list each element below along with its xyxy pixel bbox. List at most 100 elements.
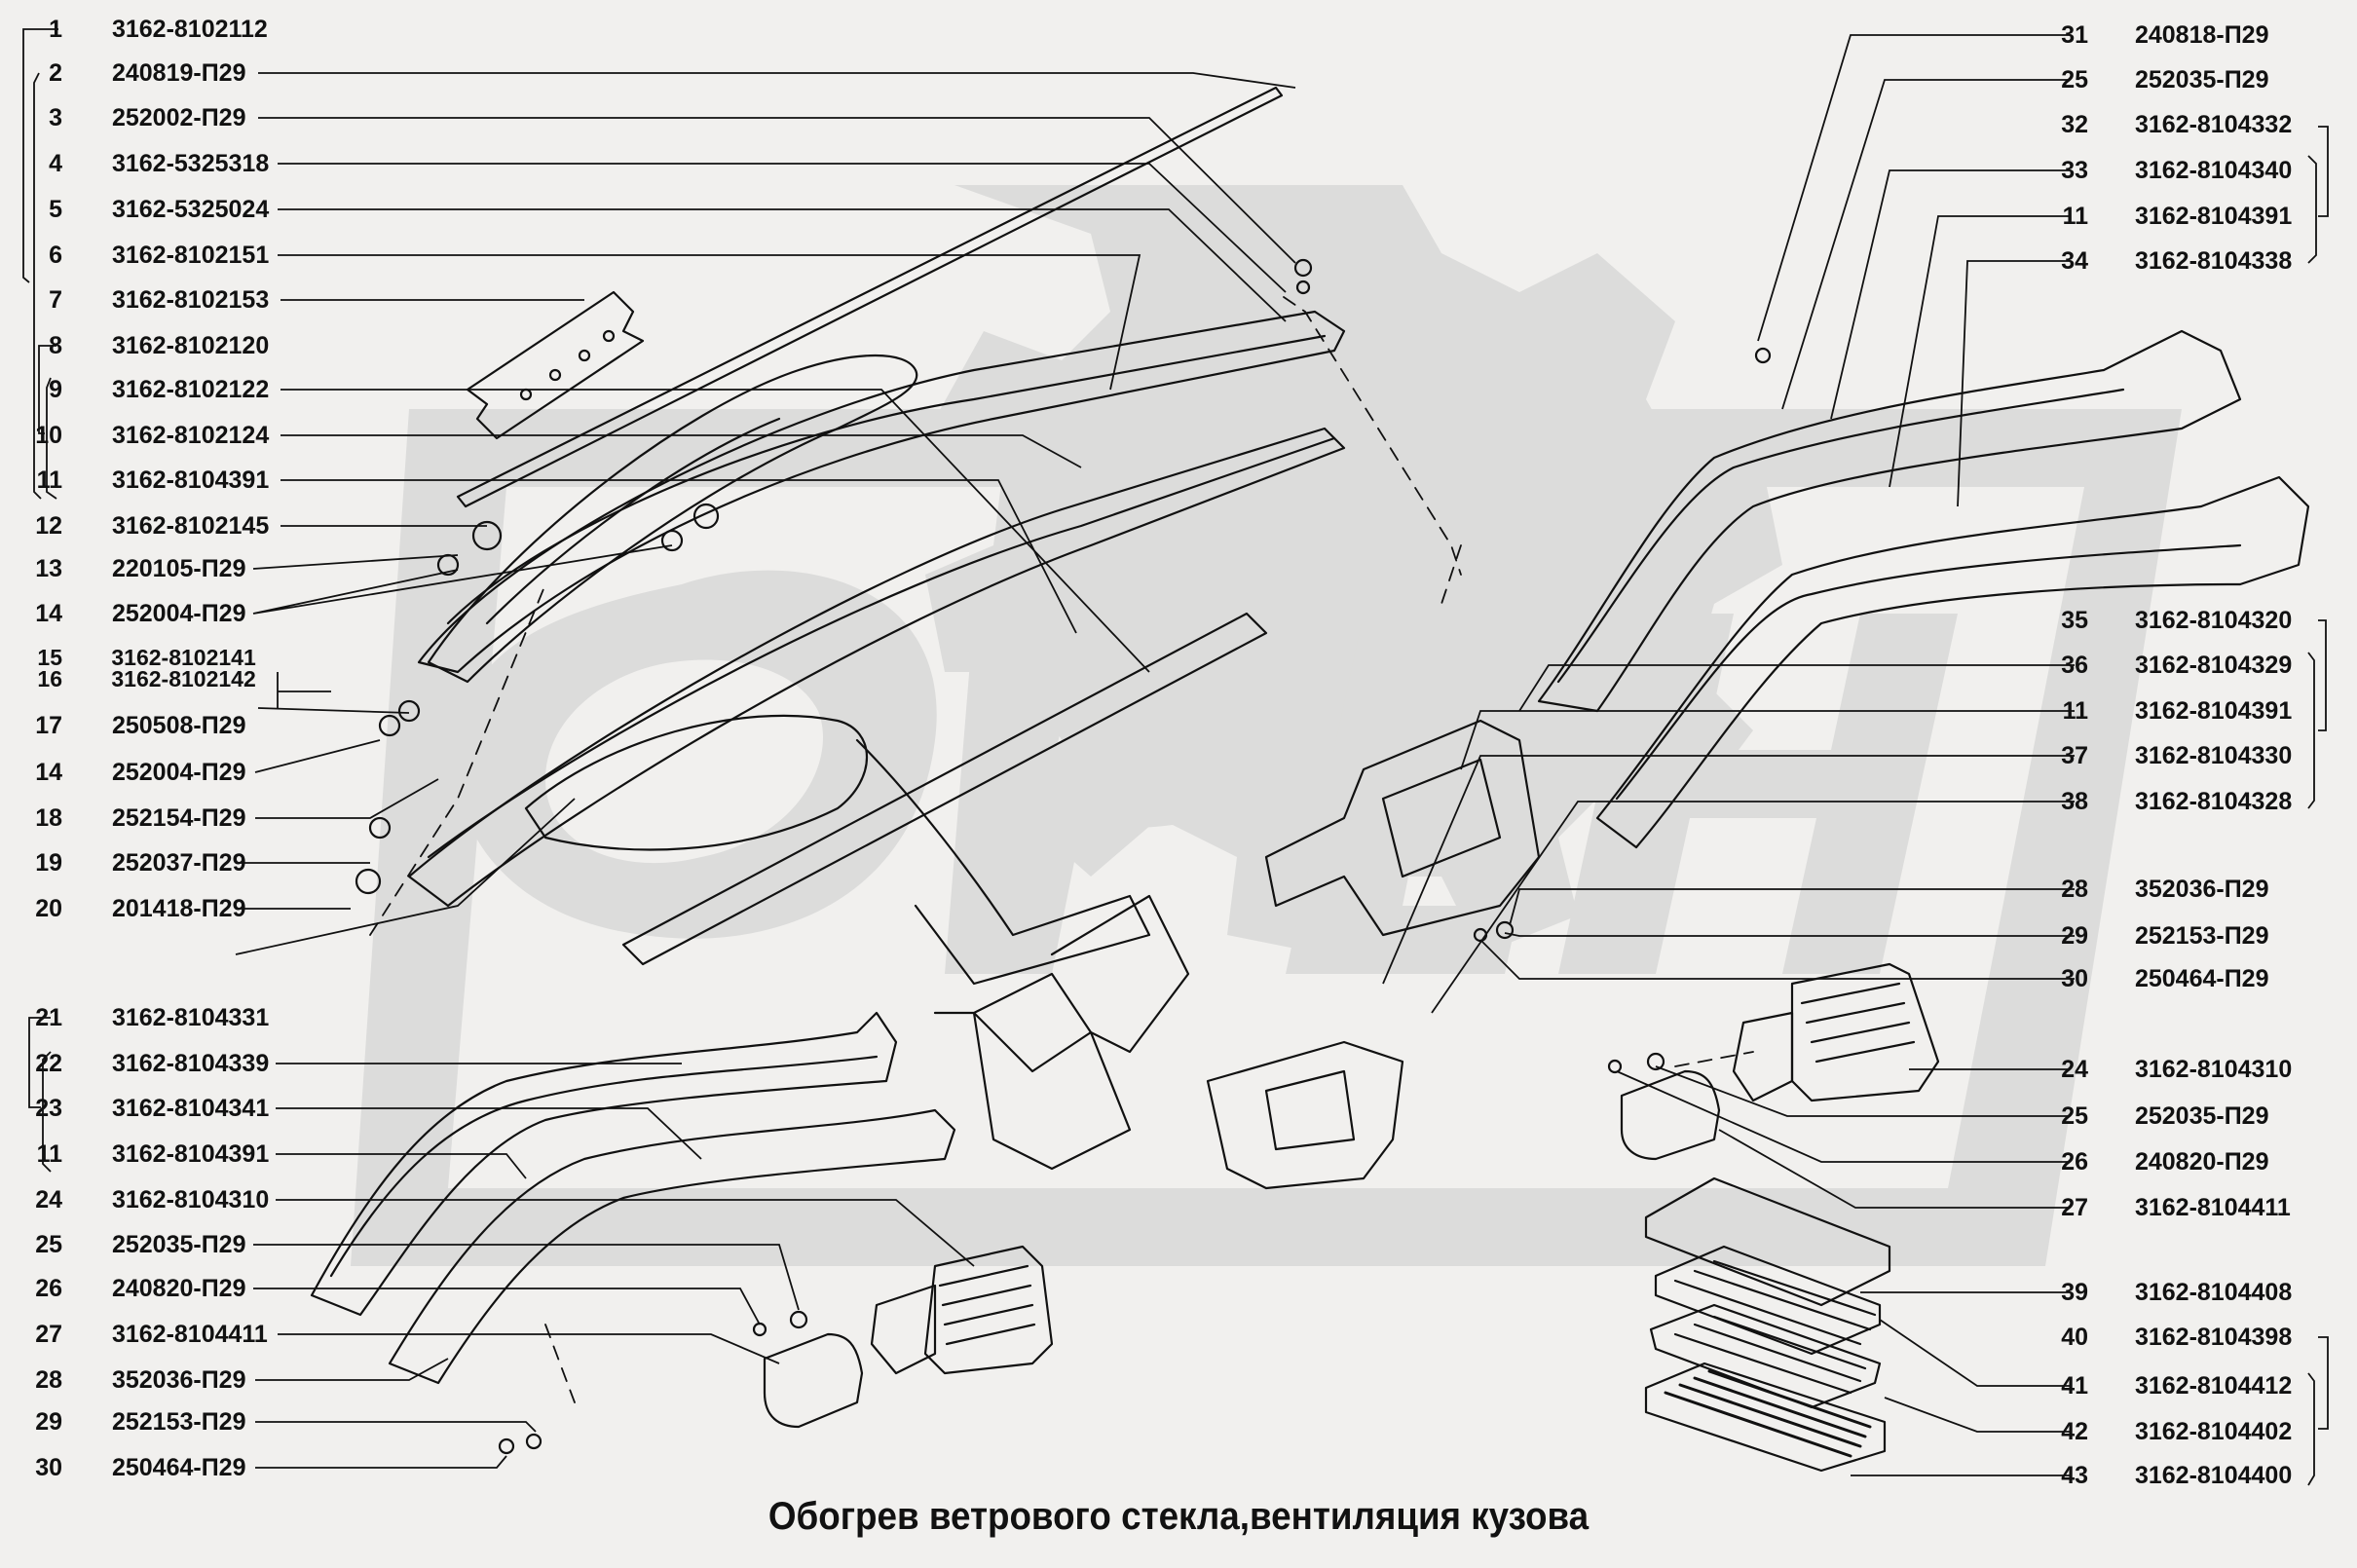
part-gasket-27-left xyxy=(763,1332,864,1429)
left-callout-28: 28 352036-П29 xyxy=(27,1366,245,1394)
part-number: 3162-8104400 xyxy=(2134,1462,2293,1489)
part-number: 220105-П29 xyxy=(111,555,246,582)
left-callout-16: 16 3162-8102142 xyxy=(27,666,255,691)
part-number: 240820-П29 xyxy=(111,1275,246,1302)
watermark-letter-p xyxy=(945,614,1307,974)
left-callout-21: 21 3162-8104331 xyxy=(27,1004,269,1031)
callout-number: 28 xyxy=(2061,876,2088,903)
part-number: 3162-8104332 xyxy=(2134,111,2293,138)
callout-number: 15 xyxy=(37,645,62,670)
callout-number: 7 xyxy=(49,286,62,314)
left-callout-13: 13 220105-П29 xyxy=(27,555,245,582)
callout-number: 43 xyxy=(2061,1462,2088,1489)
left-callout-11: 11 3162-8104391 xyxy=(27,467,270,494)
callout-number: 27 xyxy=(2061,1194,2088,1221)
callout-number: 11 xyxy=(2062,697,2088,725)
callout-number: 24 xyxy=(35,1186,62,1213)
part-number: 3162-8102120 xyxy=(111,332,270,359)
part-number: 201418-П29 xyxy=(111,895,246,922)
callout-number: 4 xyxy=(49,150,62,177)
part-frame-39 xyxy=(1644,1176,1891,1307)
left-callout-6: 6 3162-8102151 xyxy=(27,242,269,269)
callout-number: 32 xyxy=(2061,111,2088,138)
left-callout-1: 1 3162-8102112 xyxy=(27,16,268,43)
left-callout-7: 7 3162-8102153 xyxy=(27,286,269,314)
drawing-lines xyxy=(310,86,2310,1473)
callout-number: 2 xyxy=(49,59,62,87)
left-callout-4: 4 3162-5325318 xyxy=(27,150,269,177)
left-callout-30: 30 250464-П29 xyxy=(27,1454,245,1481)
left-callout-17: 17 250508-П29 xyxy=(27,712,245,739)
callout-number: 14 xyxy=(35,759,62,786)
callout-number: 14 xyxy=(35,600,62,627)
right-callout-26: 26 240820-П29 xyxy=(2053,1148,2268,1176)
right-callout-33: 33 3162-8104340 xyxy=(2053,157,2292,184)
right-callout-35: 35 3162-8104320 xyxy=(2053,607,2292,634)
part-number: 3162-8104330 xyxy=(2134,742,2293,769)
leader-lines xyxy=(22,28,2329,1486)
part-number: 3162-8104411 xyxy=(111,1321,268,1348)
right-callout-11: 11 3162-8104391 xyxy=(2053,203,2293,230)
right-callout-31: 31 240818-П29 xyxy=(2053,21,2268,49)
callout-number: 39 xyxy=(2061,1279,2088,1306)
part-number: 252035-П29 xyxy=(2134,66,2269,93)
callout-number: 41 xyxy=(2061,1372,2088,1400)
part-number: 3162-8104310 xyxy=(2134,1056,2293,1083)
callout-number: 23 xyxy=(35,1095,62,1122)
callout-number: 5 xyxy=(49,196,62,223)
part-number: 3162-8104328 xyxy=(2134,788,2293,815)
part-number: 3162-5325024 xyxy=(111,196,270,223)
callout-number: 35 xyxy=(2061,607,2088,634)
right-callout-29: 29 252153-П29 xyxy=(2053,922,2268,950)
callout-number: 8 xyxy=(49,332,62,359)
part-number: 3162-8102151 xyxy=(111,242,270,269)
part-duct-left-lower xyxy=(310,1011,898,1317)
bracket-group-32 xyxy=(2318,126,2329,217)
part-strip-top xyxy=(456,86,1284,508)
callout-number: 37 xyxy=(2061,742,2088,769)
part-number: 3162-8104412 xyxy=(2134,1372,2293,1400)
callout-number: 29 xyxy=(2061,922,2088,950)
right-callout-37: 37 3162-8104330 xyxy=(2053,742,2292,769)
callout-number: 9 xyxy=(49,376,62,403)
callout-number: 10 xyxy=(35,422,62,449)
part-grid-41 xyxy=(1654,1245,1882,1356)
part-number: 3162-8104391 xyxy=(2134,203,2293,230)
callout-number: 29 xyxy=(35,1408,62,1436)
right-callout-41: 41 3162-8104412 xyxy=(2053,1372,2292,1400)
left-callout-26: 26 240820-П29 xyxy=(27,1275,245,1302)
part-number: 252037-П29 xyxy=(111,849,246,877)
left-callout-22: 22 3162-8104339 xyxy=(27,1050,269,1077)
right-callout-39: 39 3162-8104408 xyxy=(2053,1279,2292,1306)
callout-number: 16 xyxy=(37,666,62,691)
callout-number: 25 xyxy=(35,1231,62,1258)
callout-number: 6 xyxy=(49,242,62,269)
part-number: 3162-8104331 xyxy=(111,1004,270,1031)
right-callout-43: 43 3162-8104400 xyxy=(2053,1462,2292,1489)
part-number: 252153-П29 xyxy=(2134,922,2269,950)
part-number: 3162-8104391 xyxy=(111,1140,270,1168)
callout-number: 26 xyxy=(35,1275,62,1302)
left-callout-24: 24 3162-8104310 xyxy=(27,1186,269,1213)
callout-number: 11 xyxy=(36,467,62,494)
part-number: 3162-8102153 xyxy=(111,286,270,314)
callout-number: 19 xyxy=(35,849,62,877)
part-plate-7 xyxy=(466,290,645,440)
part-number: 3162-8104338 xyxy=(2134,247,2293,275)
part-number: 250508-П29 xyxy=(111,712,246,739)
callout-number: 25 xyxy=(2061,66,2088,93)
diagram-title: Обогрев ветрового стекла,вентиляция кузо… xyxy=(767,1495,1590,1538)
left-callout-20: 20 201418-П29 xyxy=(27,895,245,922)
part-number: 352036-П29 xyxy=(111,1366,246,1394)
callout-number: 20 xyxy=(35,895,62,922)
part-vent-grille-right xyxy=(1790,962,1940,1102)
part-duct-right-lower xyxy=(1595,475,2310,849)
part-number: 3162-8102141 xyxy=(111,645,256,670)
left-callout-25: 25 252035-П29 xyxy=(27,1231,245,1258)
left-callout-23: 23 3162-8104341 xyxy=(27,1095,269,1122)
part-tray-43 xyxy=(1644,1362,1887,1473)
part-number: 250464-П29 xyxy=(111,1454,246,1481)
part-frame-bar xyxy=(621,612,1268,966)
part-number: 3162-8104411 xyxy=(2134,1194,2291,1221)
callout-number: 11 xyxy=(36,1140,62,1168)
